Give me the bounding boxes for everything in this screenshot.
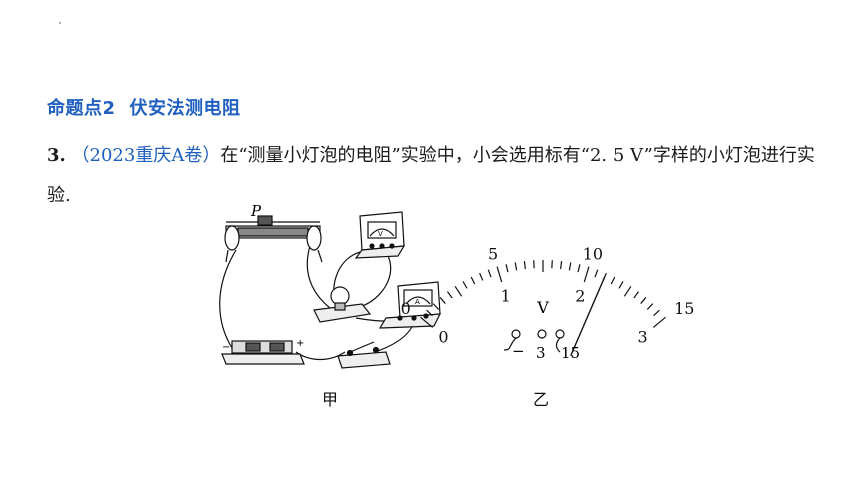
dial-tick (439, 297, 446, 304)
wire-rheostat-battery (219, 249, 237, 349)
dial-tick (610, 276, 616, 285)
page-dot (59, 22, 61, 24)
battery-minus: − (222, 342, 230, 353)
dial-ticks (420, 260, 666, 328)
heading-label: 命题点2 (47, 98, 116, 119)
terminal-minus: − (512, 342, 525, 360)
dial-tick (646, 303, 654, 310)
dial-inner-label: 0 (438, 327, 448, 346)
wire-rheostat-bulb (306, 245, 331, 309)
dial-inner-label: 1 (501, 286, 511, 305)
question-number: 3. (47, 145, 66, 166)
ammeter (378, 281, 442, 329)
battery-plus: + (296, 338, 304, 349)
switch (337, 341, 391, 369)
dial-tick (618, 281, 624, 289)
dial-tick (426, 309, 433, 317)
dial-tick (420, 316, 434, 328)
dial-needle (570, 276, 606, 357)
dial-tick (487, 269, 492, 278)
dial-tick (462, 281, 468, 289)
dial-tick (623, 285, 632, 297)
terminal-15: 15 (561, 344, 580, 362)
dial-tick (594, 269, 599, 278)
dial-tick (560, 261, 563, 270)
dial-tick (446, 291, 453, 299)
dial-tick (583, 266, 590, 283)
wire-voltmeter-bulb-2 (361, 251, 392, 307)
bulb-holder (313, 286, 372, 323)
dial-inner-label: 3 (637, 327, 647, 346)
dial-tick (568, 262, 572, 271)
dial-outer-label: 5 (488, 244, 498, 263)
caption-yi: 乙 (533, 390, 550, 409)
question-source: （2023重庆A卷） (71, 145, 221, 166)
dial-tick (496, 266, 503, 283)
battery-box (221, 340, 305, 365)
terminal-3: 3 (536, 344, 546, 362)
voltmeter (354, 211, 406, 259)
dial-tick (653, 309, 660, 317)
dial-tick (633, 291, 640, 299)
dial-tick (577, 264, 581, 273)
caption-jia: 甲 (322, 390, 339, 409)
dial-tick (432, 303, 440, 310)
section-heading: 命题点2 伏安法测电阻 (47, 94, 241, 120)
dial-terminals (503, 329, 565, 353)
dial-tick (479, 272, 484, 281)
dial-outer-label: 15 (674, 299, 694, 318)
dial-tick (523, 261, 526, 270)
dial-outer-label: 10 (583, 244, 603, 263)
dial-tick (454, 285, 463, 297)
question-block: 3. （2023重庆A卷）在“测量小灯泡的电阻”实验中，小会选用标有“2. 5 … (47, 136, 817, 216)
dial-tick (505, 264, 509, 273)
dial-inner-label: 2 (575, 286, 585, 305)
rheostat (224, 215, 323, 263)
dial-tick (514, 262, 518, 271)
ammeter-letter: A (415, 298, 420, 306)
voltmeter-letter: V (378, 230, 383, 238)
dial-labels: 0 5 10 15 0 1 2 3 (401, 244, 695, 346)
dial-outer-label: 0 (401, 299, 411, 318)
dial-tick (470, 276, 476, 285)
dial-tick (640, 297, 647, 304)
dial-tick (652, 316, 666, 328)
heading-title: 伏安法测电阻 (129, 98, 241, 119)
dial-unit: V (536, 298, 549, 317)
question-text: 在“测量小灯泡的电阻”实验中，小会选用标有“2. 5 V”字样的小灯泡进行实验. (47, 145, 815, 206)
slider-label: P (250, 202, 262, 220)
